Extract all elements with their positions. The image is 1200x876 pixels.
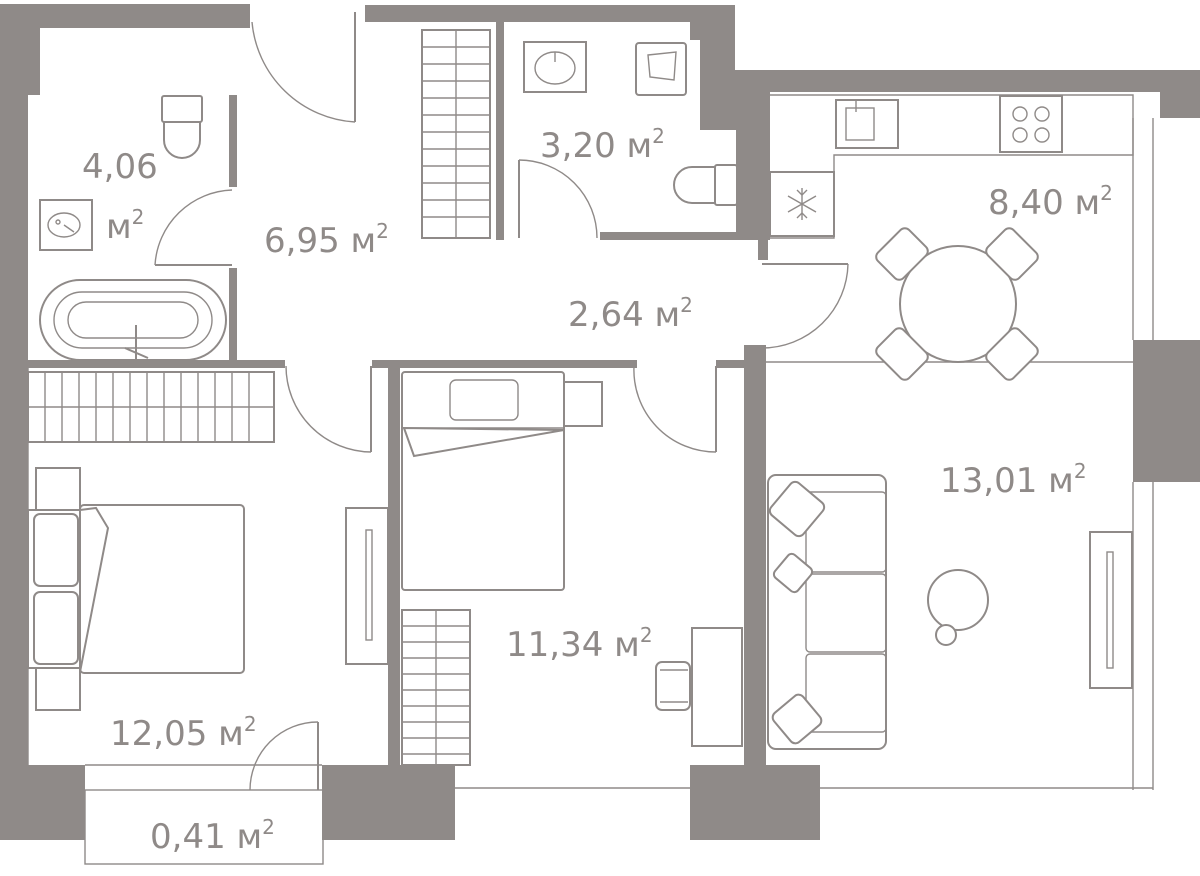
wall-bath-bottom bbox=[28, 360, 285, 368]
area-label-living-room: 13,01 м2 bbox=[940, 459, 1087, 501]
wall-bedrooms-divider bbox=[388, 368, 400, 765]
wall-top-left bbox=[0, 4, 250, 95]
wall-wc-bottom bbox=[600, 232, 760, 240]
tv-icon bbox=[345, 507, 389, 665]
stove-icon bbox=[999, 95, 1063, 153]
wall-kitchen-left bbox=[758, 92, 768, 260]
wc-door bbox=[518, 159, 598, 239]
chair-icon bbox=[875, 227, 1039, 381]
bed-icon bbox=[401, 371, 603, 591]
bathroom-door bbox=[154, 189, 233, 266]
wardrobe-icon bbox=[27, 371, 275, 443]
sofa-icon bbox=[767, 474, 887, 750]
table-icon bbox=[899, 245, 1017, 363]
kitchen-counter bbox=[770, 94, 1134, 239]
area-label-wc: 3,20 м2 bbox=[540, 124, 665, 166]
toilet-icon bbox=[161, 95, 203, 159]
sink-icon bbox=[39, 199, 93, 251]
bed-icon bbox=[27, 467, 245, 711]
wall-bath-right-upper bbox=[229, 95, 237, 187]
sink-icon bbox=[835, 99, 899, 149]
area-labels: 4,06 м2 6,95 м2 3,20 м2 2,64 м2 8,40 м2 … bbox=[82, 124, 1113, 857]
kitchen-door bbox=[761, 263, 849, 349]
wall-right-pier bbox=[1133, 340, 1200, 482]
entrance-door bbox=[251, 12, 356, 123]
balcony-door bbox=[249, 721, 319, 791]
wall-living-divider bbox=[744, 345, 766, 765]
wall-bedroom-top bbox=[372, 360, 637, 368]
area-label-bathroom: 4,06 bbox=[82, 147, 158, 187]
tv-icon bbox=[1089, 531, 1133, 689]
desk-icon bbox=[691, 627, 743, 747]
area-label-hallway: 6,95 м2 bbox=[264, 219, 389, 261]
walls bbox=[0, 4, 1200, 840]
toilet-icon bbox=[673, 164, 738, 206]
wall-left-bottom-pier bbox=[0, 765, 85, 840]
wall-bedroom-top-right bbox=[716, 360, 766, 368]
toilet-icon bbox=[635, 42, 687, 96]
table-icon bbox=[927, 569, 989, 646]
bedroom-middle-door bbox=[633, 365, 717, 453]
chair-icon bbox=[655, 661, 691, 711]
wall-bottom-pier-right bbox=[690, 765, 820, 840]
bathtub-icon bbox=[39, 279, 227, 361]
area-label-bedroom-left: 12,05 м2 bbox=[110, 712, 257, 754]
area-label-bathroom-unit: м2 bbox=[106, 205, 144, 247]
snowflake-icon bbox=[769, 171, 835, 237]
area-label-bedroom-middle: 11,34 м2 bbox=[506, 623, 653, 665]
area-label-corridor: 2,64 м2 bbox=[568, 293, 693, 335]
sink-icon bbox=[523, 41, 587, 93]
wall-bath-right-lower bbox=[229, 268, 237, 362]
area-label-balcony: 0,41 м2 bbox=[150, 815, 275, 857]
area-label-kitchen: 8,40 м2 bbox=[988, 181, 1113, 223]
bedroom-left-door bbox=[285, 365, 372, 453]
wall-top-middle bbox=[365, 5, 1200, 130]
wall-wc-left bbox=[496, 20, 504, 240]
wall-left-outer bbox=[0, 90, 28, 780]
doors bbox=[154, 12, 849, 791]
furniture bbox=[27, 29, 1134, 766]
wardrobe-icon bbox=[421, 29, 491, 239]
wardrobe-icon bbox=[401, 609, 471, 766]
wall-bottom-pier-middle bbox=[322, 765, 455, 840]
